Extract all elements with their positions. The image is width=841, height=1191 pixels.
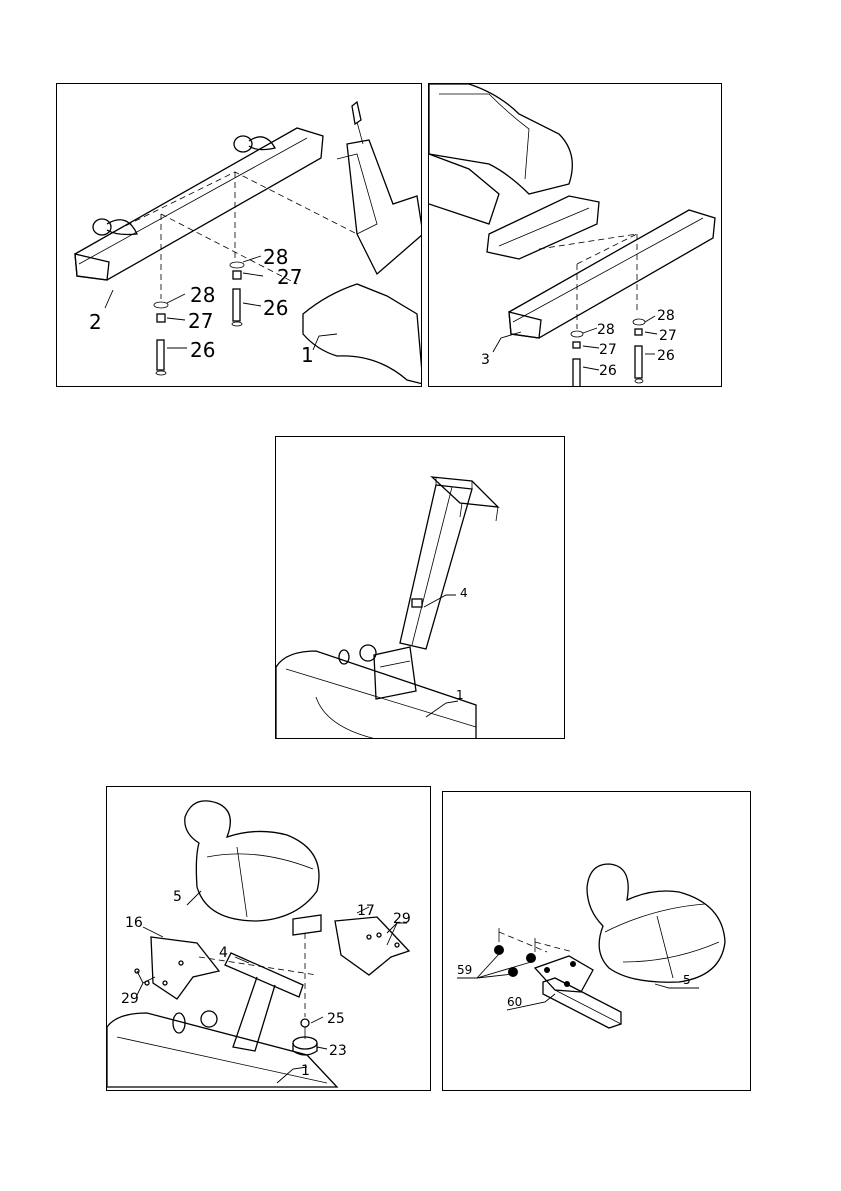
rear-stabilizer-drawing: 28 27 26 28 27 26 3 xyxy=(429,84,722,387)
callout-label: 27 xyxy=(188,309,213,333)
callout-label: 16 xyxy=(125,915,143,931)
panel-rear-stabilizer: 28 27 26 28 27 26 3 xyxy=(428,83,722,387)
callout-label: 17 xyxy=(357,903,375,919)
callout-label: 28 xyxy=(597,322,615,338)
callout-label: 27 xyxy=(659,328,677,344)
callout-label: 23 xyxy=(329,1043,347,1059)
callout-label: 5 xyxy=(173,889,182,905)
callout-label: 29 xyxy=(393,911,411,927)
callout-label: 28 xyxy=(657,308,675,324)
callout-label: 26 xyxy=(190,338,215,362)
callout-label: 26 xyxy=(657,348,675,364)
callout-label: 26 xyxy=(599,363,617,379)
callout-label: 1 xyxy=(301,343,314,367)
callout-label: 28 xyxy=(190,283,215,307)
callout-label: 27 xyxy=(277,265,302,289)
callout-label: 1 xyxy=(456,688,464,702)
callout-label: 1 xyxy=(301,1063,310,1079)
callout-label: 27 xyxy=(599,342,617,358)
callout-label: 26 xyxy=(263,296,288,320)
callout-label: 5 xyxy=(683,973,691,987)
callout-label: 4 xyxy=(219,945,228,961)
panel-front-stabilizer: 28 27 26 28 27 26 2 1 xyxy=(56,83,422,387)
callout-label: 4 xyxy=(460,586,468,600)
panel-saddle-mount: 59 60 5 xyxy=(442,791,751,1091)
callout-label: 60 xyxy=(507,995,522,1009)
saddle-mount-drawing: 59 60 5 xyxy=(443,792,751,1091)
callout-label: 2 xyxy=(89,310,102,334)
front-stabilizer-drawing: 28 27 26 28 27 26 2 1 xyxy=(57,84,422,387)
callout-label: 25 xyxy=(327,1011,345,1027)
panel-seat-post: 4 1 xyxy=(275,436,565,739)
callout-label: 59 xyxy=(457,963,472,977)
panel-seat-slider: 5 17 29 16 4 29 25 23 1 xyxy=(106,786,431,1091)
seat-post-drawing: 4 1 xyxy=(276,437,565,739)
callout-label: 3 xyxy=(481,352,490,368)
seat-slider-drawing: 5 17 29 16 4 29 25 23 1 xyxy=(107,787,431,1091)
callout-label: 29 xyxy=(121,991,139,1007)
